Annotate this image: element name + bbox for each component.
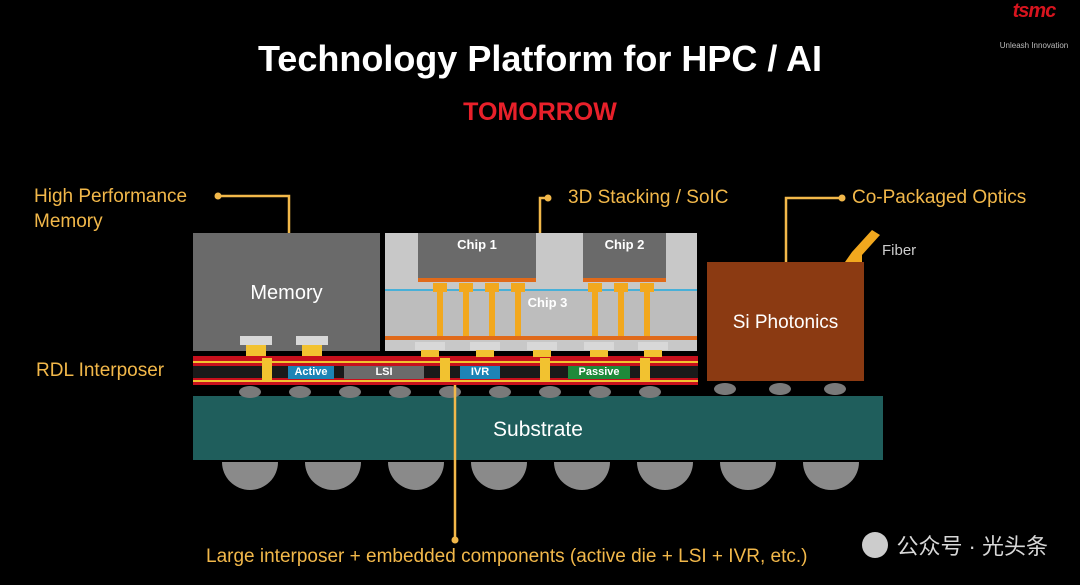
memory-block xyxy=(193,233,380,351)
chip-2-label: Chip 2 xyxy=(604,237,645,252)
substrate-label: Substrate xyxy=(493,418,583,441)
hbm-callout-label: High Performance Memory xyxy=(34,184,187,234)
page-subtitle: TOMORROW xyxy=(463,98,617,126)
rdl-callout-label: RDL Interposer xyxy=(36,360,165,381)
si-photonics-label: Si Photonics xyxy=(732,312,839,333)
memory-bumps xyxy=(240,336,328,356)
chip-1-label: Chip 1 xyxy=(457,237,497,252)
embedded-active-label: Active xyxy=(294,366,328,378)
hbm-callout-line-1: High Performance xyxy=(34,186,188,207)
memory-label: Memory xyxy=(250,282,323,304)
fiber-shape xyxy=(845,230,880,262)
watermark: 公众号 · 光头条 xyxy=(862,529,1048,561)
hbm-callout-line-2: Memory xyxy=(34,211,103,232)
embedded-ivr-label: IVR xyxy=(470,366,490,378)
callout-dots xyxy=(214,192,846,544)
chip-2-block xyxy=(583,233,666,279)
rdl-traces xyxy=(193,358,698,382)
embedded-lsi-box xyxy=(344,366,424,379)
logo-mark: tsmc xyxy=(1012,0,1057,22)
embedded-passive-label: Passive xyxy=(578,366,620,378)
embedded-passive-box xyxy=(568,366,630,379)
logo-tagline: Unleash Innovation xyxy=(999,41,1069,50)
embedded-active-box xyxy=(288,366,334,379)
tsmc-logo: tsmc Unleash Innovation xyxy=(994,0,1074,50)
c4-bumps xyxy=(239,383,846,398)
chip-1-block xyxy=(418,233,536,279)
substrate-block xyxy=(193,396,883,460)
tsv-pillars xyxy=(433,283,654,336)
embedded-lsi-label: LSI xyxy=(375,366,393,378)
stacking-callout-label: 3D Stacking / SoIC xyxy=(568,187,729,208)
callout-lines xyxy=(218,194,842,540)
bottom-callout-label: Large interposer + embedded components (… xyxy=(206,546,808,567)
bga-balls xyxy=(222,462,859,490)
cpo-callout-label: Co-Packaged Optics xyxy=(852,187,1027,208)
fiber-label: Fiber xyxy=(882,242,917,259)
chip-3-label: Chip 3 xyxy=(527,295,568,310)
watermark-text: 公众号 · 光头条 xyxy=(896,534,1048,559)
page-title: Technology Platform for HPC / AI xyxy=(257,38,823,79)
embedded-ivr-box xyxy=(460,366,500,379)
si-photonics-block xyxy=(707,262,864,381)
wechat-icon xyxy=(862,532,889,558)
stack-bumps xyxy=(415,342,668,357)
